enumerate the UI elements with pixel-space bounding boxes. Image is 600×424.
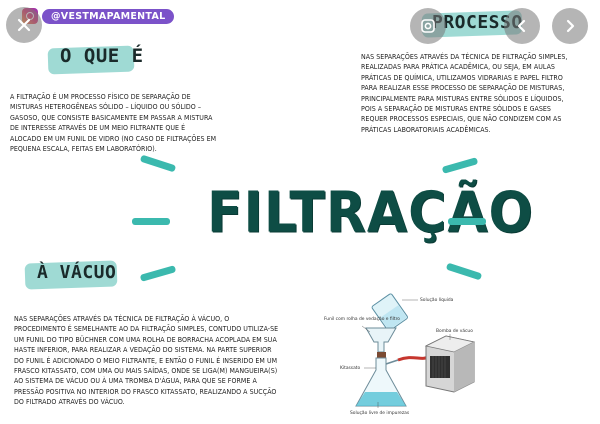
label-pump: Bomba de vácuo xyxy=(436,327,473,334)
heading-a-vacuo: À VÁCUO xyxy=(37,262,117,283)
instagram-handle: @VESTMAPAMENTAL xyxy=(22,6,175,26)
connector-stroke xyxy=(139,265,177,282)
connector-stroke xyxy=(132,218,170,225)
label-filtrate: Solução livre de impurezas xyxy=(350,410,410,416)
next-button[interactable] xyxy=(552,8,588,44)
close-icon xyxy=(17,18,31,32)
lens-icon xyxy=(421,19,435,33)
previous-button[interactable] xyxy=(504,8,540,44)
text-processo: Nas separações através da técnica de fil… xyxy=(361,53,568,134)
lens-button[interactable] xyxy=(410,8,446,44)
label-flask: Kitassato xyxy=(340,365,360,371)
connector-stroke xyxy=(441,157,479,174)
chevron-left-icon xyxy=(517,19,526,33)
label-solution: Solução líquida xyxy=(420,296,454,303)
connector-stroke xyxy=(139,154,177,173)
handle-text: @VESTMAPAMENTAL xyxy=(42,8,175,24)
text-a-vacuo: Nas separações através da técnica de fil… xyxy=(14,315,279,407)
vacuum-filtration-diagram: Solução líquida Funil com rolha de vedaç… xyxy=(324,293,476,416)
connector-stroke xyxy=(445,262,483,281)
close-button[interactable] xyxy=(6,7,42,43)
text-o-que-e: A filtração é um processo físico de sepa… xyxy=(10,93,217,154)
heading-processo: PROCESSO xyxy=(432,12,523,33)
chevron-right-icon xyxy=(566,19,575,33)
main-title: FILTRAÇÃO xyxy=(207,180,534,246)
label-funnel: Funil com rolha de vedação e filtro xyxy=(324,316,400,322)
heading-o-que-e: O QUE É xyxy=(60,45,144,67)
connector-stroke xyxy=(448,218,486,225)
